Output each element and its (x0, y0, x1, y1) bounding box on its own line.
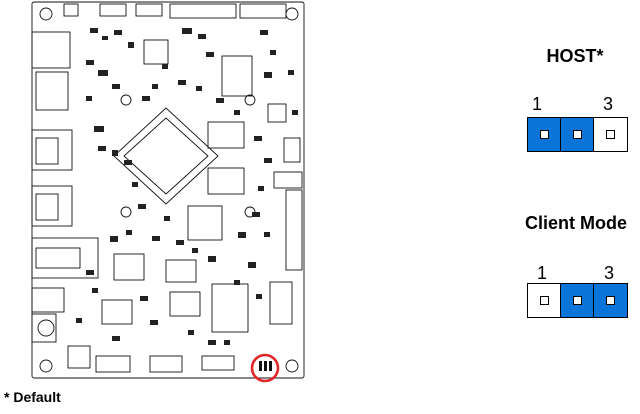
pin-pad-icon (606, 296, 615, 305)
client-pin1-label: 1 (537, 263, 548, 283)
client-pin-1 (528, 284, 561, 317)
client-mode-title: Client Mode (525, 213, 627, 233)
pin-pad-icon (539, 296, 549, 305)
pcb-outline (31, 1, 305, 383)
client-pin-3 (594, 284, 627, 317)
host-pin1-label: 1 (532, 94, 543, 114)
jumper-highlight-circle (250, 353, 280, 383)
client-pin3-label: 3 (604, 263, 615, 283)
pin-pad-icon (572, 130, 582, 139)
host-pin3-label: 3 (603, 94, 614, 114)
host-pin-1 (528, 118, 561, 151)
host-pin-2 (561, 118, 594, 151)
host-jumper-block (527, 117, 628, 152)
client-jumper-block (527, 283, 628, 318)
default-footnote: * Default (4, 389, 61, 405)
board-diagram (2, 0, 307, 386)
client-pin-2 (561, 284, 594, 317)
pin-pad-icon (572, 296, 582, 305)
host-pin-3 (594, 118, 627, 151)
pin-pad-icon (539, 130, 549, 139)
pin-pad-icon (606, 130, 615, 139)
host-mode-title: HOST* (546, 46, 604, 66)
